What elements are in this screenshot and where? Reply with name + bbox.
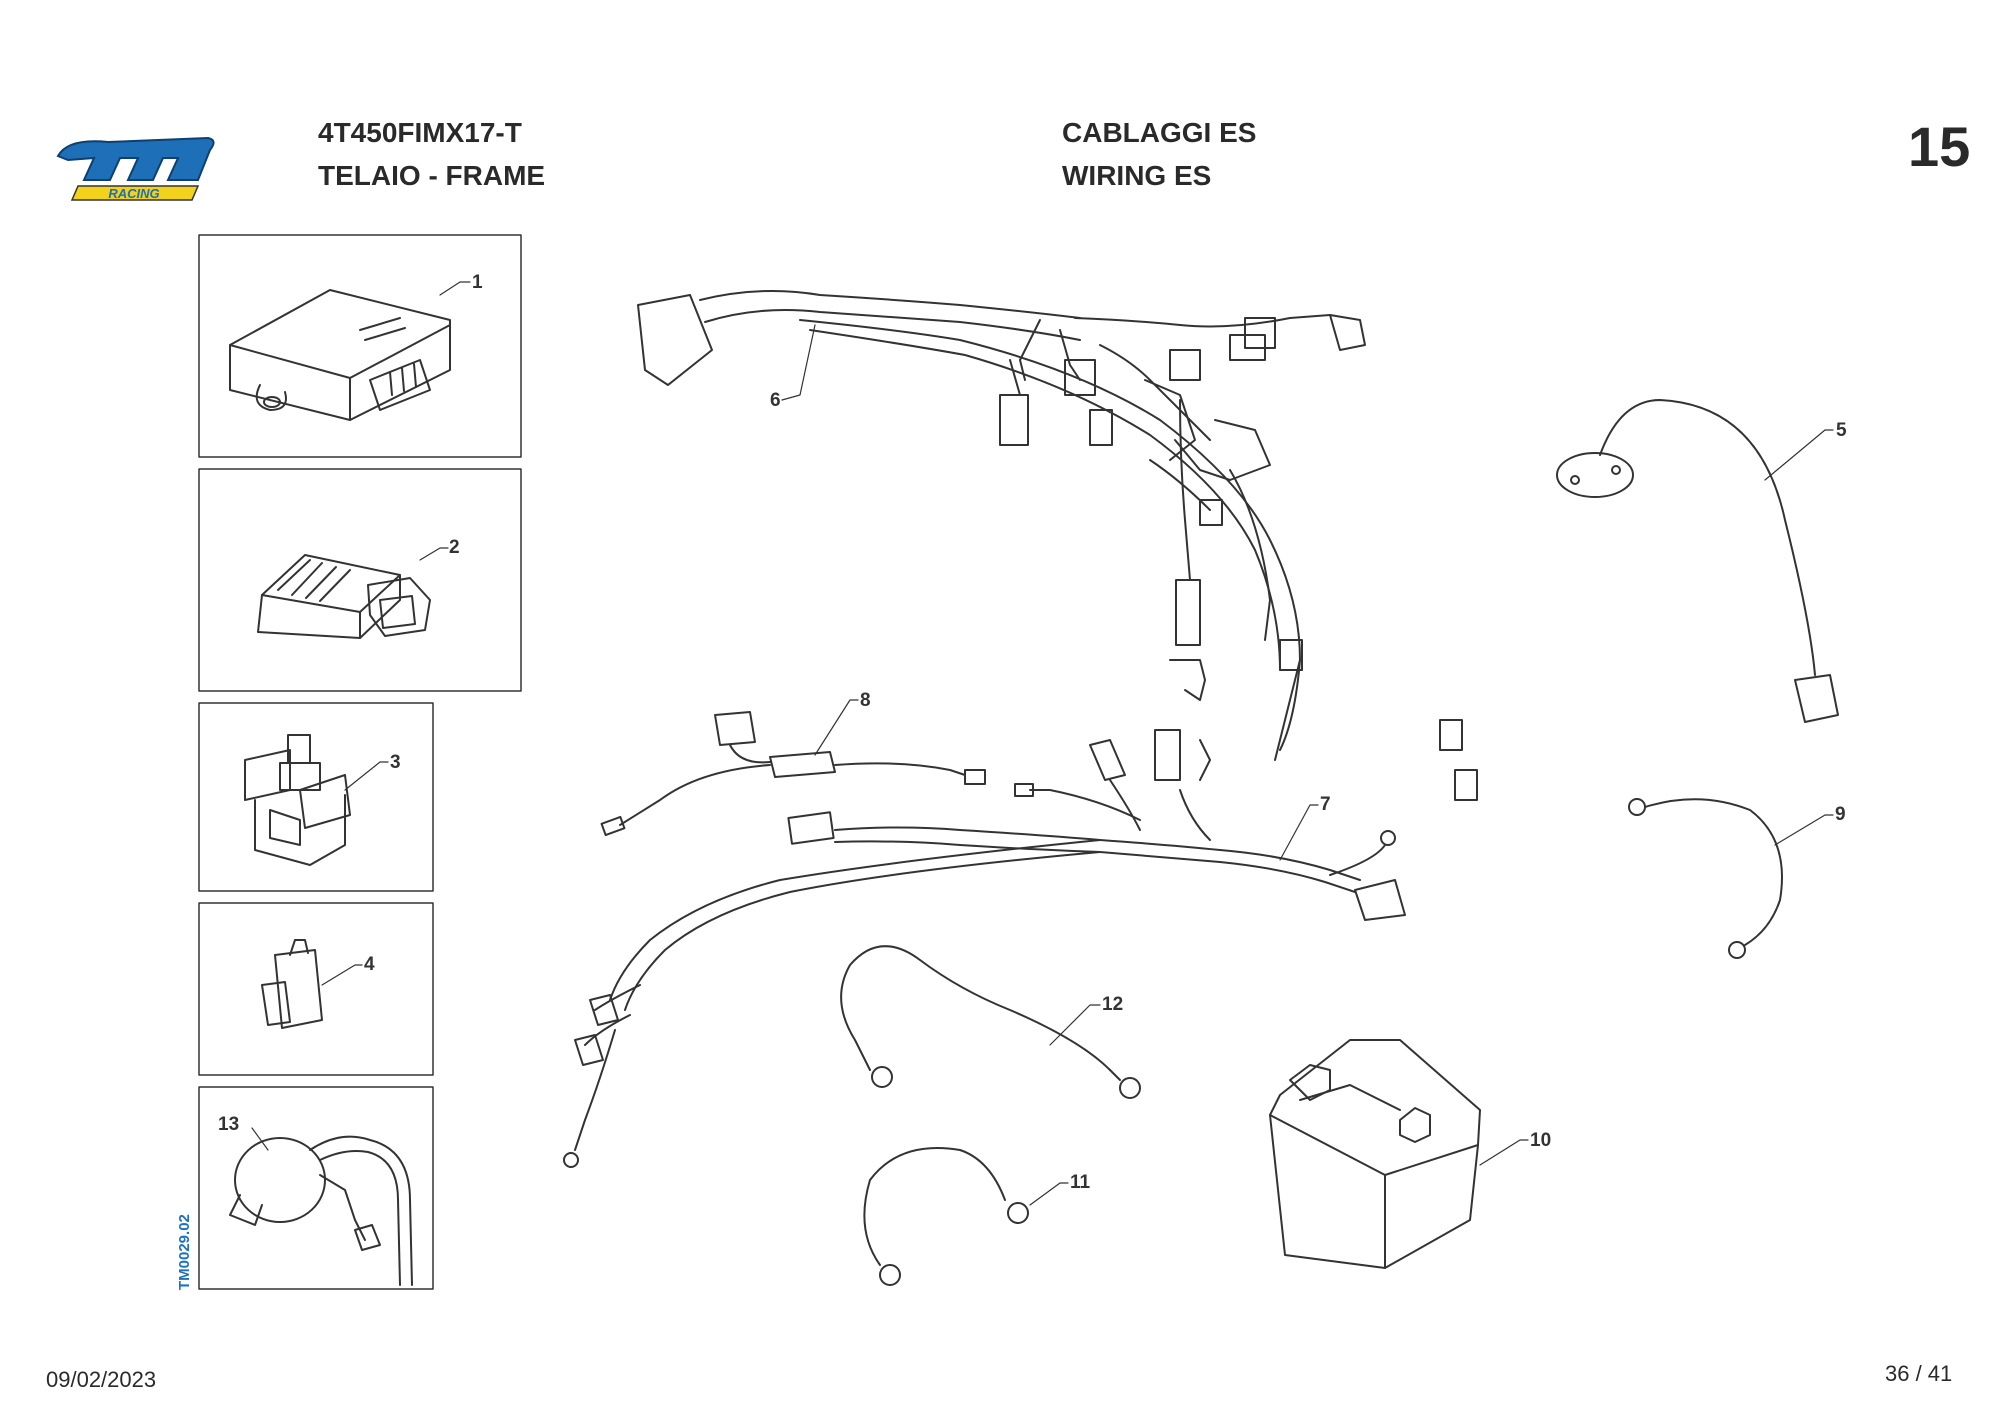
callout-7: 7	[1320, 794, 1331, 815]
leader-2	[419, 547, 449, 561]
leader-7	[1279, 804, 1319, 861]
battery-cable-11-part	[863, 1147, 1029, 1286]
leader-5	[1764, 429, 1834, 481]
page-number: 15	[1908, 115, 1971, 178]
box-part-2	[198, 468, 522, 692]
footer-page: 36 / 41	[1885, 1361, 1953, 1386]
leader-13	[251, 1127, 269, 1151]
callout-12: 12	[1102, 994, 1123, 1015]
sensor-cable-part	[1556, 399, 1839, 723]
leader-9	[1774, 814, 1834, 846]
connector-part	[261, 939, 323, 1029]
leader-12	[1049, 1004, 1101, 1046]
callout-1: 1	[472, 272, 483, 293]
tm-racing-logo-graphic: RACING	[56, 136, 215, 201]
box-part-3	[198, 702, 434, 892]
box-part-4	[198, 902, 434, 1076]
battery-part	[1269, 1039, 1481, 1269]
leader-8	[814, 699, 859, 756]
starter-relay-part	[244, 734, 351, 866]
leader-10	[1479, 1139, 1529, 1166]
tm-racing-logo: RACING	[48, 128, 218, 206]
callout-8: 8	[860, 690, 871, 711]
ignition-coil-part	[229, 1135, 413, 1286]
box-part-13	[198, 1086, 434, 1290]
leader-3	[344, 761, 389, 791]
callout-6: 6	[770, 390, 781, 411]
callout-13: 13	[218, 1114, 239, 1135]
leader-11	[1029, 1182, 1069, 1206]
fuse-cable-part	[600, 711, 986, 837]
callout-11: 11	[1070, 1172, 1091, 1193]
battery-cable-12-part	[840, 945, 1141, 1099]
callout-5: 5	[1836, 420, 1847, 441]
box-part-1	[198, 234, 522, 458]
callout-10: 10	[1530, 1130, 1551, 1151]
leader-4	[321, 964, 363, 986]
callout-3: 3	[390, 752, 401, 773]
section-title: TELAIO - FRAME	[318, 160, 546, 191]
callout-9: 9	[1835, 804, 1846, 825]
leader-1	[439, 281, 471, 296]
regulator-part	[257, 554, 431, 639]
callout-2: 2	[449, 537, 460, 558]
callout-4: 4	[364, 954, 375, 975]
footer-date: 09/02/2023	[46, 1367, 157, 1392]
secondary-harness-part	[563, 729, 1406, 1168]
ground-cable-part	[1628, 798, 1783, 959]
ecu-part	[229, 289, 451, 421]
group-title-en: WIRING ES	[1062, 160, 1212, 191]
model-code: 4T450FIMX17-T	[318, 117, 522, 148]
leader-6	[781, 324, 816, 401]
group-title-it: CABLAGGI ES	[1062, 117, 1257, 148]
logo-subtext: RACING	[108, 186, 159, 201]
main-harness-part	[637, 290, 1478, 801]
